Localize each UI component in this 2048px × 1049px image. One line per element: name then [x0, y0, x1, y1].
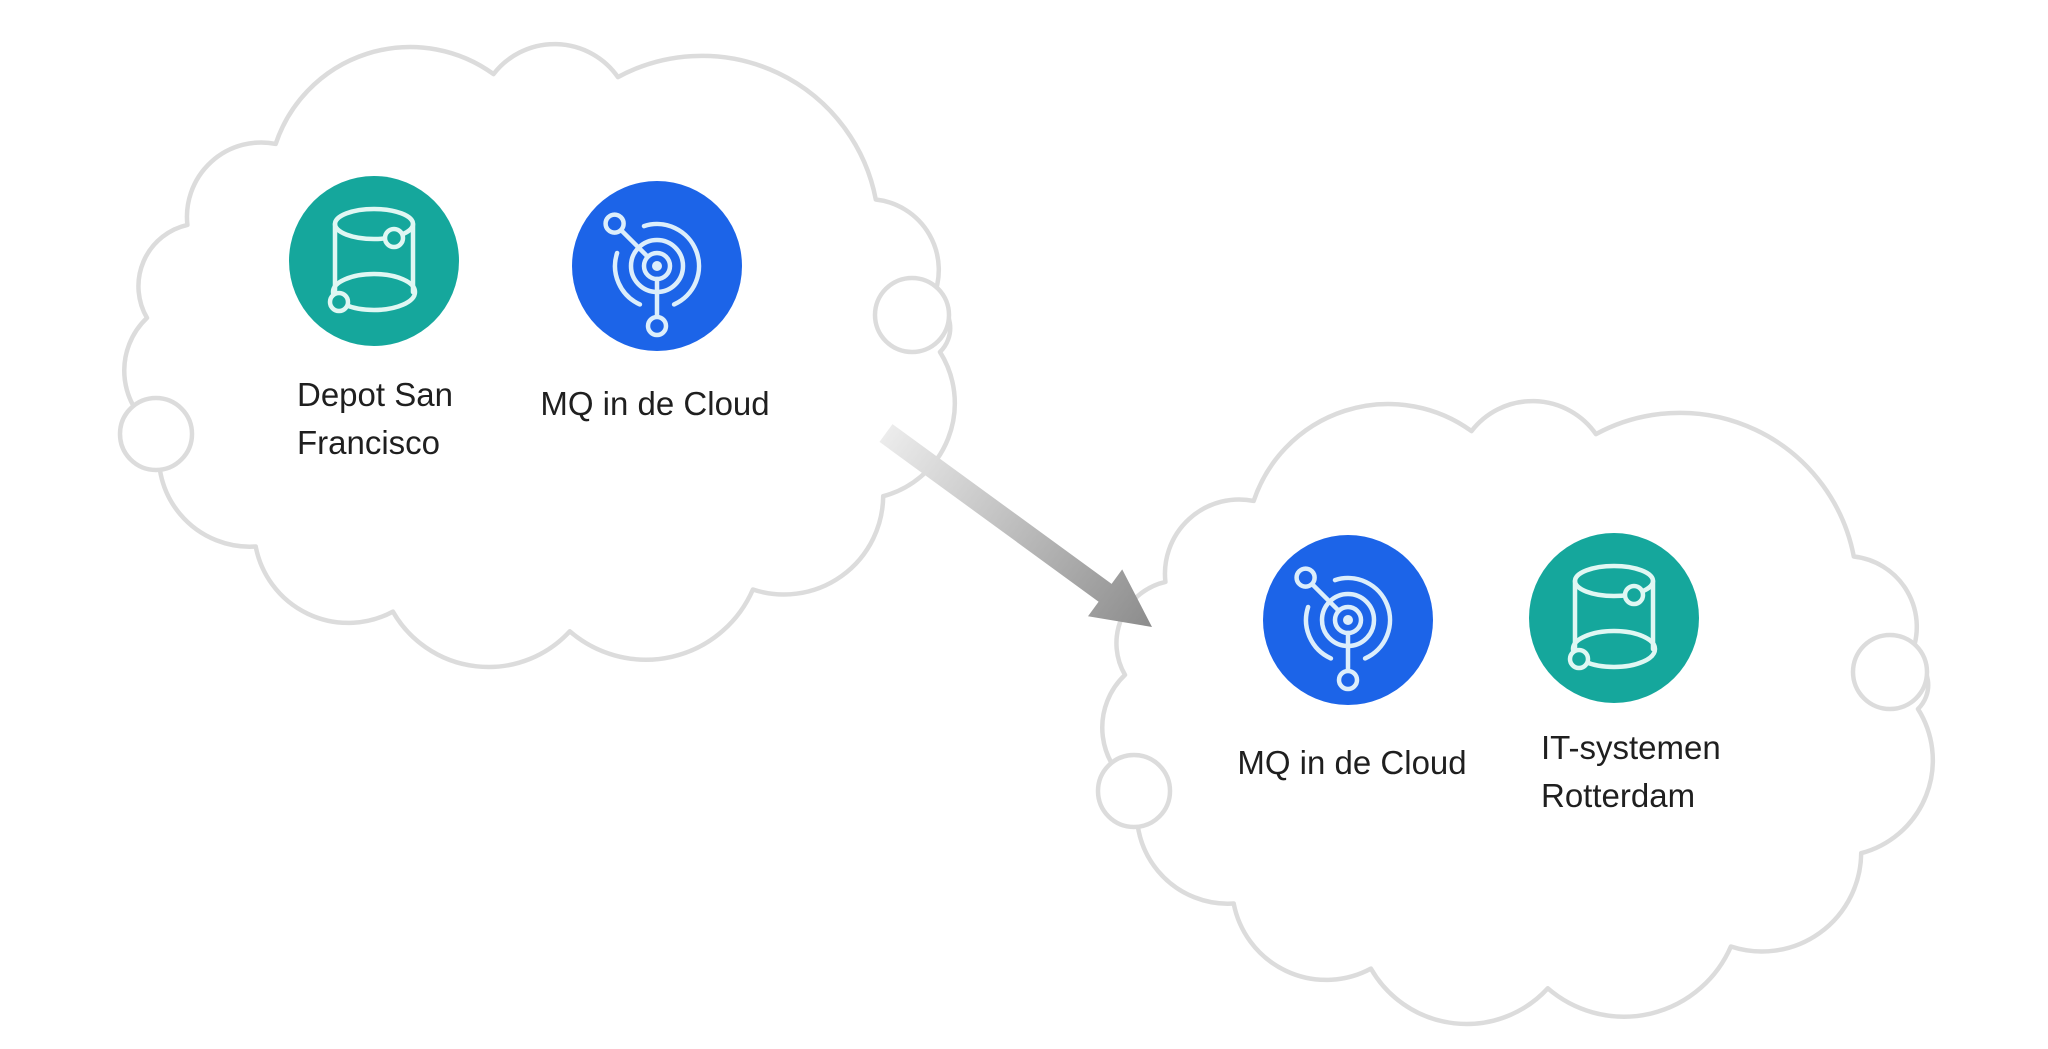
node-label-mq-cloud-2: MQ in de Cloud — [1237, 739, 1466, 787]
mq-icon — [572, 181, 742, 351]
cloud-bubble-circle — [872, 275, 952, 355]
cloud-bubble-circle — [1095, 752, 1173, 830]
label-line: MQ in de Cloud — [1237, 744, 1467, 781]
node-label-mq-cloud-1: MQ in de Cloud — [540, 380, 769, 428]
node-label-it-systemen-rotterdam: IT-systemen Rotterdam — [1541, 724, 1721, 820]
cloud-outline-1 — [122, 41, 958, 670]
label-line: IT-systemen — [1541, 729, 1721, 766]
label-line: MQ in de Cloud — [540, 385, 770, 422]
label-line: Depot San — [297, 376, 453, 413]
database-icon — [289, 176, 459, 346]
cloud-outline-2 — [1100, 398, 1936, 1027]
label-line: Francisco — [297, 424, 441, 461]
mq-icon — [1263, 535, 1433, 705]
flow-arrow — [879, 424, 1152, 627]
cloud-bubble-circle — [117, 395, 195, 473]
label-line: Rotterdam — [1541, 777, 1696, 814]
database-icon — [1529, 533, 1699, 703]
cloud-bubble-circle — [1850, 632, 1930, 712]
node-label-depot-san-francisco: Depot San Francisco — [297, 371, 453, 467]
